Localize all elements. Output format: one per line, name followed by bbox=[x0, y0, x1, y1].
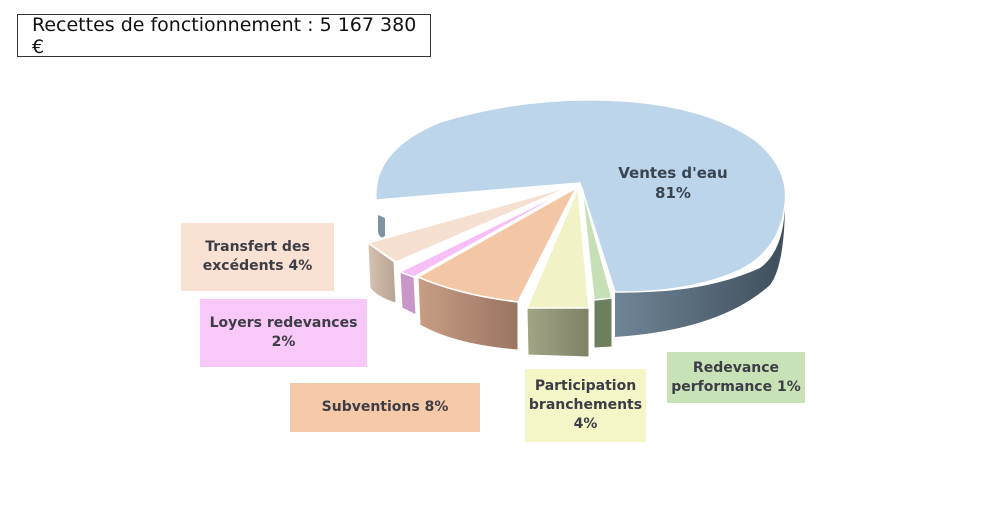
slice-redevance-performance bbox=[581, 187, 613, 349]
slice-participation-branchements bbox=[525, 187, 590, 358]
label-ventes-eau-text: Ventes d'eau 81% bbox=[618, 163, 728, 202]
label-subventions: Subventions 8% bbox=[290, 383, 480, 432]
slice-subventions bbox=[416, 186, 578, 351]
label-line: 2% bbox=[271, 334, 296, 350]
label-line: excédents 4% bbox=[202, 258, 313, 274]
label-line: Loyers redevances bbox=[209, 315, 358, 332]
label-line: performance 1% bbox=[671, 378, 801, 395]
slice-loyers-redevances bbox=[398, 186, 575, 316]
chart-title-text: Recettes de fonctionnement : 5 167 380 € bbox=[32, 13, 417, 58]
chart-title: Recettes de fonctionnement : 5 167 380 € bbox=[17, 13, 431, 58]
label-line: Participation bbox=[534, 378, 637, 395]
label-line: Redevance bbox=[692, 359, 780, 376]
slice-transfert-excedents bbox=[366, 185, 573, 304]
label-line: Transfert des bbox=[205, 239, 310, 256]
label-line: branchements bbox=[528, 397, 643, 414]
label-ventes-eau: Ventes d'eau 81% bbox=[598, 164, 748, 202]
label-redevance-performance: Redevance performance 1% bbox=[667, 352, 805, 403]
label-line: Subventions 8% bbox=[321, 399, 449, 416]
label-transfert-excedents: Transfert des excédents 4% bbox=[181, 223, 334, 291]
slice-ventes-eau bbox=[375, 99, 787, 337]
label-loyers-redevances: Loyers redevances 2% bbox=[200, 299, 367, 367]
label-line: 4% bbox=[573, 415, 598, 432]
label-participation-branchements: Participation branchements 4% bbox=[525, 369, 646, 442]
